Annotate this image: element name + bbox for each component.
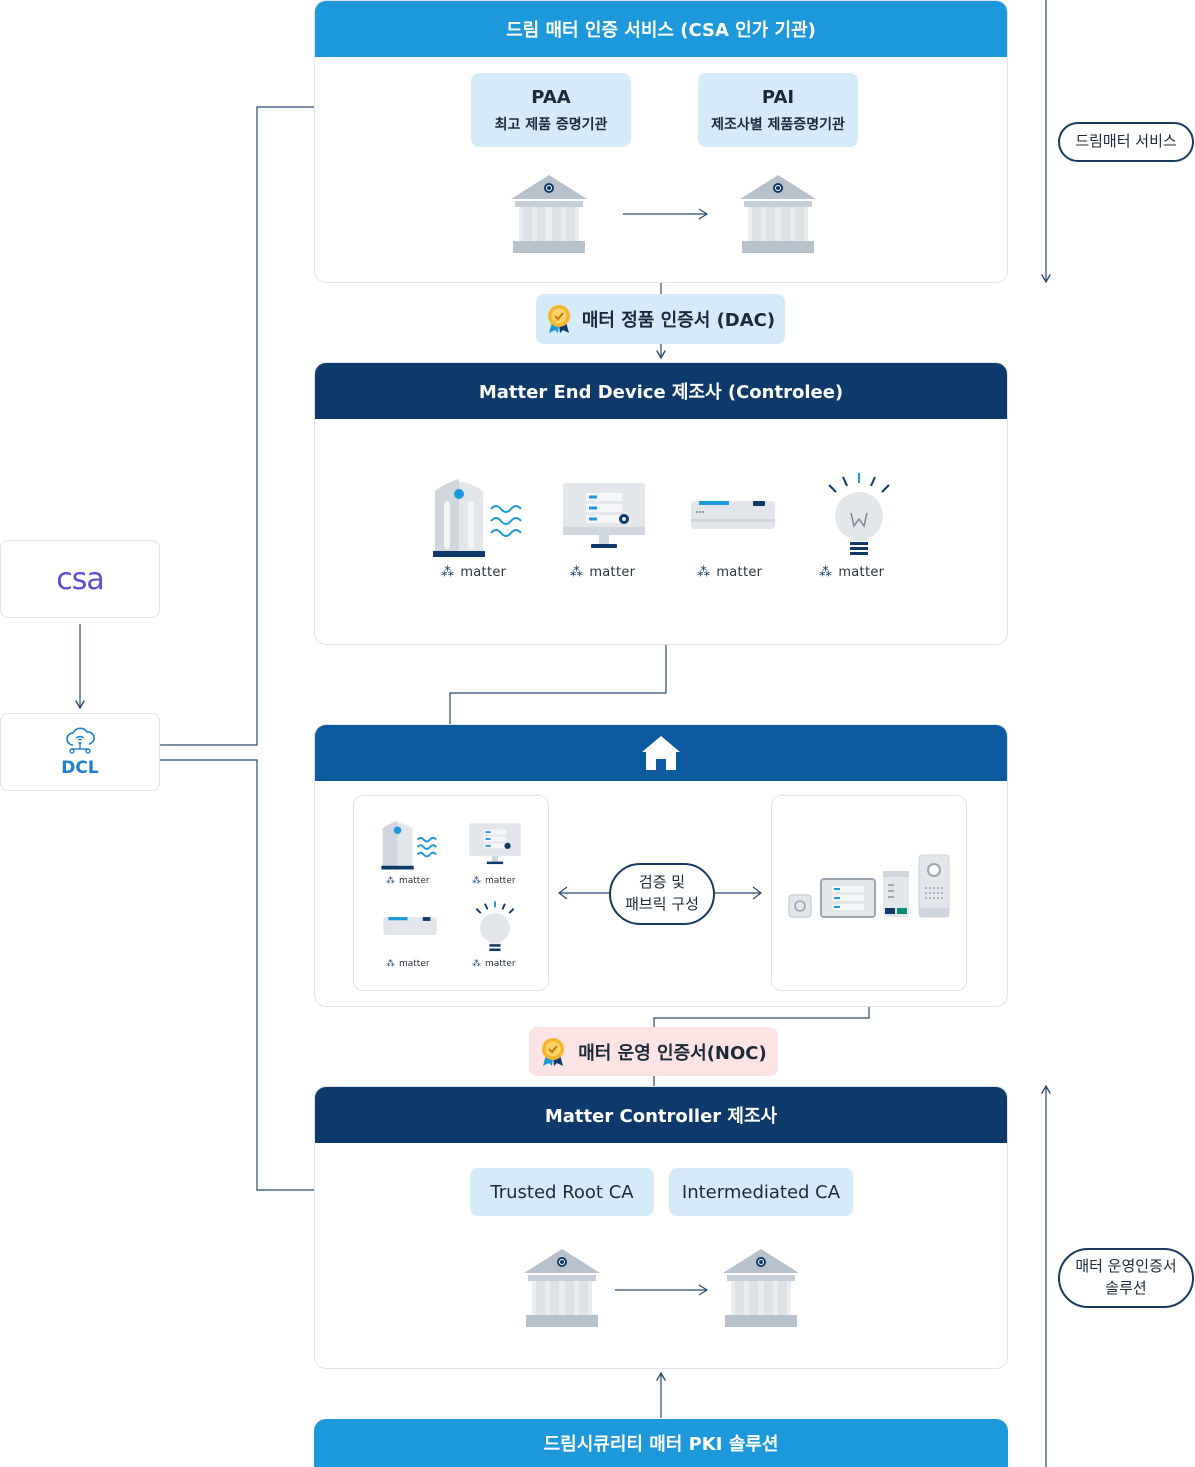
matter-logo-4: ⁂matter xyxy=(819,565,885,580)
smart-switch-icon xyxy=(788,894,812,918)
matter-logo-1: ⁂matter xyxy=(441,565,507,580)
home-devices-box: ⁂matter ⁂matter ⁂matter ⁂matter xyxy=(353,795,549,991)
air-conditioner-icon xyxy=(383,917,437,935)
home-controllers-box xyxy=(771,795,967,991)
dac-label: 매터 정품 인증서 (DAC) xyxy=(581,310,776,331)
pai-institution-icon xyxy=(740,175,816,253)
matter-logo-small-3: ⁂matter xyxy=(386,959,430,969)
monitor-icon xyxy=(563,483,645,548)
matter-mark-icon: ⁂ xyxy=(570,565,584,580)
air-purifier-icon xyxy=(381,820,437,870)
pki-solution-bar: 드림시큐리티 매터 PKI 솔루션 xyxy=(314,1419,1008,1467)
paa-title: PAA xyxy=(531,86,571,108)
matter-mark-icon: ⁂ xyxy=(819,565,833,580)
cloud-network-icon xyxy=(66,727,95,754)
home-panel: ⁂matter ⁂matter ⁂matter ⁂matter 검증 및 패브 xyxy=(314,724,1008,1007)
matter-mark-icon: ⁂ xyxy=(697,565,711,580)
controller-panel: Matter Controller 제조사 Trusted Root CA In… xyxy=(314,1086,1008,1369)
certificate-medal-icon xyxy=(547,305,570,333)
certification-service-panel: 드림 매터 인증 서비스 (CSA 인가 기관) PAA 최고 제품 증명기관 … xyxy=(314,0,1008,283)
matter-logo-small-4: ⁂matter xyxy=(472,959,516,969)
csa-node: csa xyxy=(0,540,160,618)
root-ca-institution-icon xyxy=(524,1249,600,1327)
noc-solution-line1: 매터 운영인증서 xyxy=(1075,1257,1177,1276)
matter-mark-icon: ⁂ xyxy=(386,876,395,886)
matter-logo-small-2: ⁂matter xyxy=(472,876,516,886)
controller-title: Matter Controller 제조사 xyxy=(315,1087,1007,1143)
intermediated-ca-chip: Intermediated CA xyxy=(669,1168,853,1216)
matter-mark-icon: ⁂ xyxy=(472,959,481,969)
matter-logo-3: ⁂matter xyxy=(697,565,763,580)
noc-badge: 매터 운영 인증서(NOC) xyxy=(529,1027,778,1076)
matter-mark-icon: ⁂ xyxy=(472,876,481,886)
paa-subtitle: 최고 제품 증명기관 xyxy=(494,116,608,133)
dcl-node: DCL xyxy=(0,713,160,791)
verify-label-line2: 패브릭 구성 xyxy=(625,895,699,913)
monitor-icon xyxy=(469,823,521,865)
trusted-root-ca-label: Trusted Root CA xyxy=(490,1181,634,1203)
certification-service-title: 드림 매터 인증 서비스 (CSA 인가 기관) xyxy=(315,1,1007,57)
matter-logo-small-1: ⁂matter xyxy=(386,876,430,886)
paa-to-pai-arrow xyxy=(623,208,709,220)
verify-label-line1: 검증 및 xyxy=(638,873,686,892)
tablet-controller-icon xyxy=(820,878,876,918)
csa-logo: csa xyxy=(56,561,105,597)
paa-institution-icon xyxy=(511,175,587,253)
light-bulb-icon xyxy=(828,473,890,555)
matter-logo-2: ⁂matter xyxy=(570,565,636,580)
home-header xyxy=(315,725,1007,781)
dcl-label: DCL xyxy=(61,757,99,778)
noc-solution-line2: 솔루션 xyxy=(1105,1279,1147,1297)
light-bulb-icon xyxy=(475,901,515,952)
pai-chip: PAI 제조사별 제품증명기관 xyxy=(698,73,858,147)
verify-fabric-pill: 검증 및 패브릭 구성 xyxy=(609,863,715,925)
end-device-panel: Matter End Device 제조사 (Controlee) xyxy=(314,362,1008,645)
root-to-intermediate-arrow xyxy=(615,1284,709,1296)
intermediated-ca-institution-icon xyxy=(723,1249,799,1327)
home-icon xyxy=(642,736,680,770)
pai-subtitle: 제조사별 제품증명기관 xyxy=(711,116,845,133)
air-conditioner-icon xyxy=(691,501,775,529)
matter-mark-icon: ⁂ xyxy=(441,565,455,580)
pai-title: PAI xyxy=(761,86,795,108)
intermediated-ca-label: Intermediated CA xyxy=(681,1181,841,1203)
noc-solution-pill: 매터 운영인증서 솔루션 xyxy=(1058,1248,1194,1308)
air-purifier-icon xyxy=(433,479,522,557)
certificate-medal-icon xyxy=(542,1037,565,1066)
noc-label: 매터 운영 인증서(NOC) xyxy=(578,1042,767,1064)
doorbell-panel-icon xyxy=(918,854,950,918)
dream-matter-service-pill: 드림매터 서비스 xyxy=(1058,122,1194,162)
hub-device-icon xyxy=(883,871,909,917)
dac-badge: 매터 정품 인증서 (DAC) xyxy=(536,294,785,344)
matter-mark-icon: ⁂ xyxy=(386,959,395,969)
trusted-root-ca-chip: Trusted Root CA xyxy=(470,1168,654,1216)
paa-chip: PAA 최고 제품 증명기관 xyxy=(471,73,631,147)
end-device-title: Matter End Device 제조사 (Controlee) xyxy=(315,363,1007,419)
verify-bidirectional-arrow xyxy=(558,886,762,900)
